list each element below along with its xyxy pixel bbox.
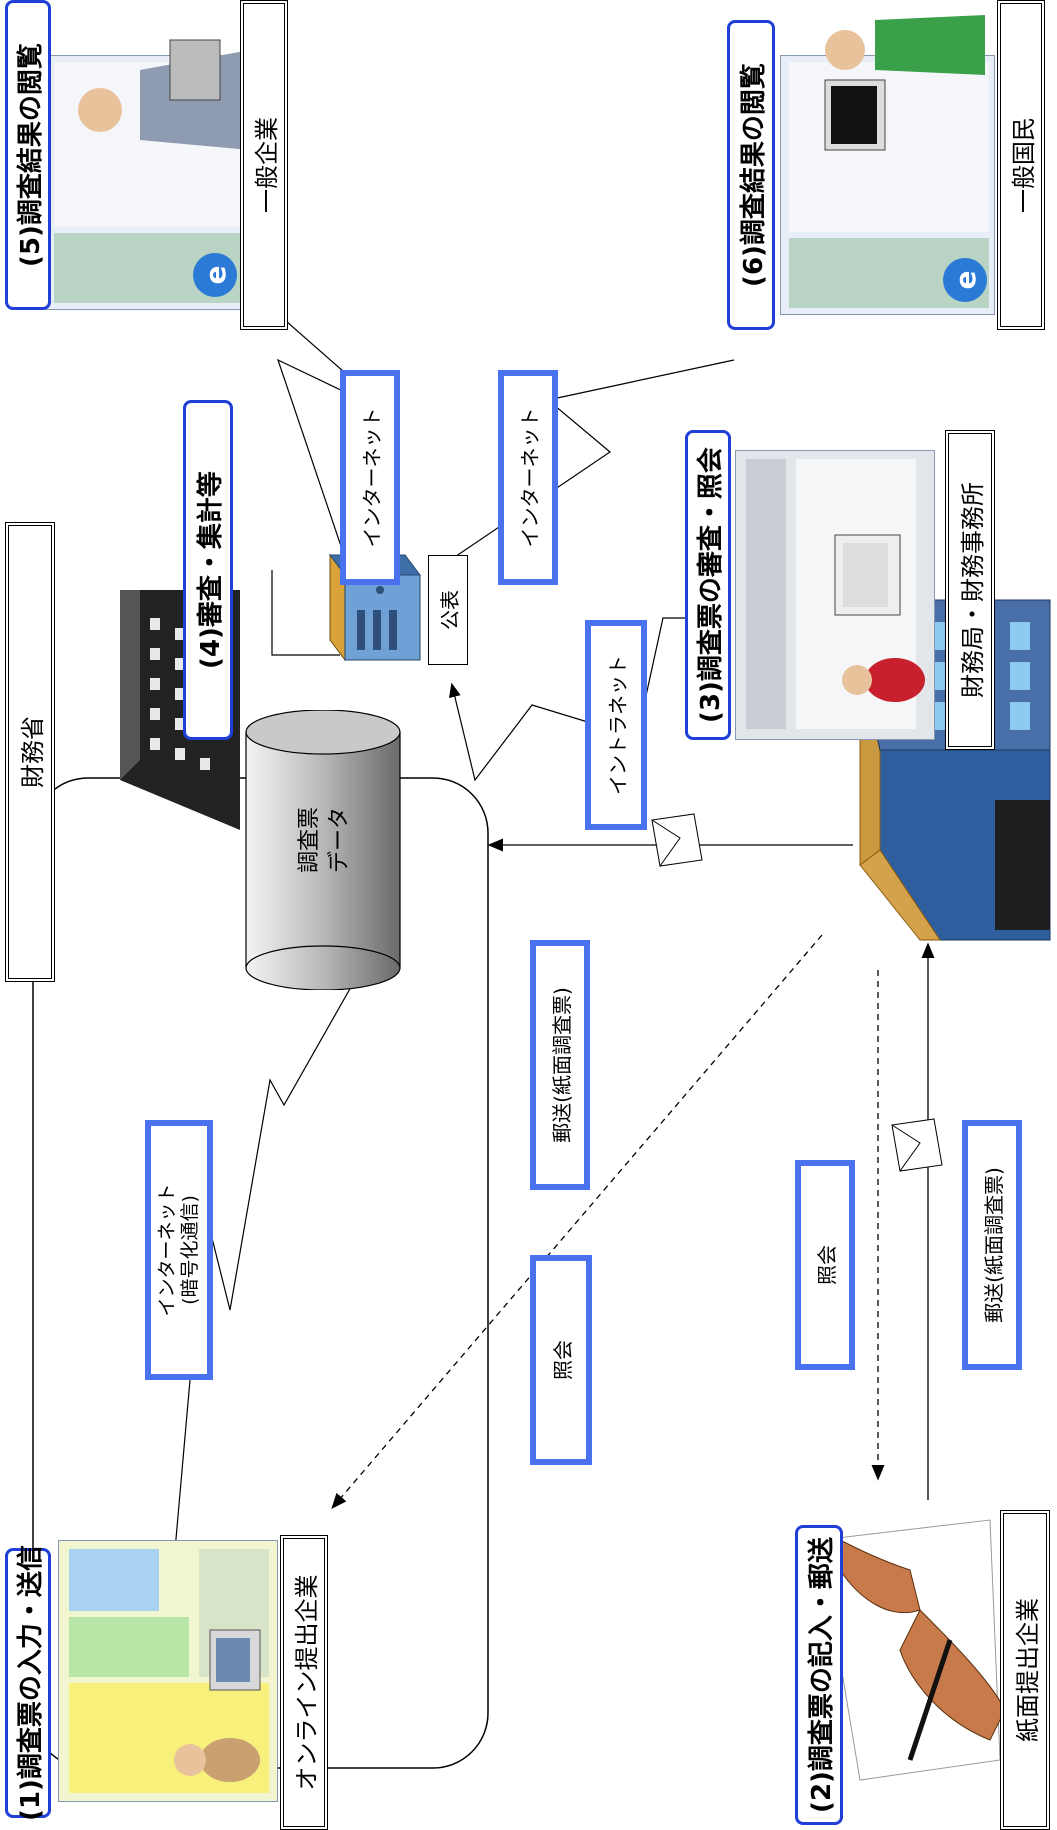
envelope-icon [890, 1115, 944, 1175]
internet-encrypted-label: インターネット (暗号化通信) [145, 1120, 213, 1380]
db-label-line2: データ [327, 807, 352, 873]
svg-text:e: e [199, 266, 232, 285]
finance-bureau-label: 財務局・財務事務所 [945, 430, 995, 750]
ie-browser-icon: e [935, 250, 995, 310]
general-company-label: 一般企業 [240, 0, 288, 330]
businessman-icon [50, 20, 250, 170]
online-company-label: オンライン提出企業 [280, 1535, 328, 1830]
paper-company-label: 紙面提出企業 [1000, 1510, 1050, 1830]
svg-text:e: e [949, 271, 982, 290]
publish-label: 公表 [428, 555, 468, 665]
ministry-label: 財務省 [5, 522, 55, 982]
person-computer-icon [150, 1600, 278, 1800]
db-label-line1: 調査票 [297, 807, 322, 873]
intranet-link [452, 618, 697, 780]
mail-label-right: 郵送(紙面調査票) [962, 1120, 1022, 1370]
database-cylinder: 調査票 データ [238, 710, 408, 990]
step-5-title: (5)調査結果の閲覧 [5, 0, 51, 310]
step-6-title: (6)調査結果の閲覧 [727, 20, 775, 330]
inquiry-label-right: 照会 [795, 1160, 855, 1370]
envelope-icon [650, 810, 704, 870]
mail-label-center: 郵送(紙面調査票) [530, 940, 590, 1190]
step-3-title: (3)調査票の審査・照会 [685, 430, 731, 740]
internet-label-5: インターネット [340, 370, 400, 585]
citizen-computer-icon [785, 10, 995, 170]
inquiry-label-left: 照会 [530, 1255, 592, 1465]
step-1-title: (1)調査票の入力・送信 [5, 1548, 51, 1818]
step-4-title: (4)審査・集計等 [183, 400, 233, 740]
internet-label-6: インターネット [498, 370, 558, 585]
internet-encrypted-line1: インターネット [156, 1184, 179, 1317]
general-public-label: 一般国民 [997, 0, 1045, 330]
internet-encrypted-line2: (暗号化通信) [179, 1195, 202, 1305]
officer-computer-icon [815, 485, 935, 735]
step-2-title: (2)調査票の記入・郵送 [795, 1525, 843, 1825]
intranet-label: イントラネット [585, 620, 647, 830]
ie-browser-icon: e [185, 245, 245, 305]
